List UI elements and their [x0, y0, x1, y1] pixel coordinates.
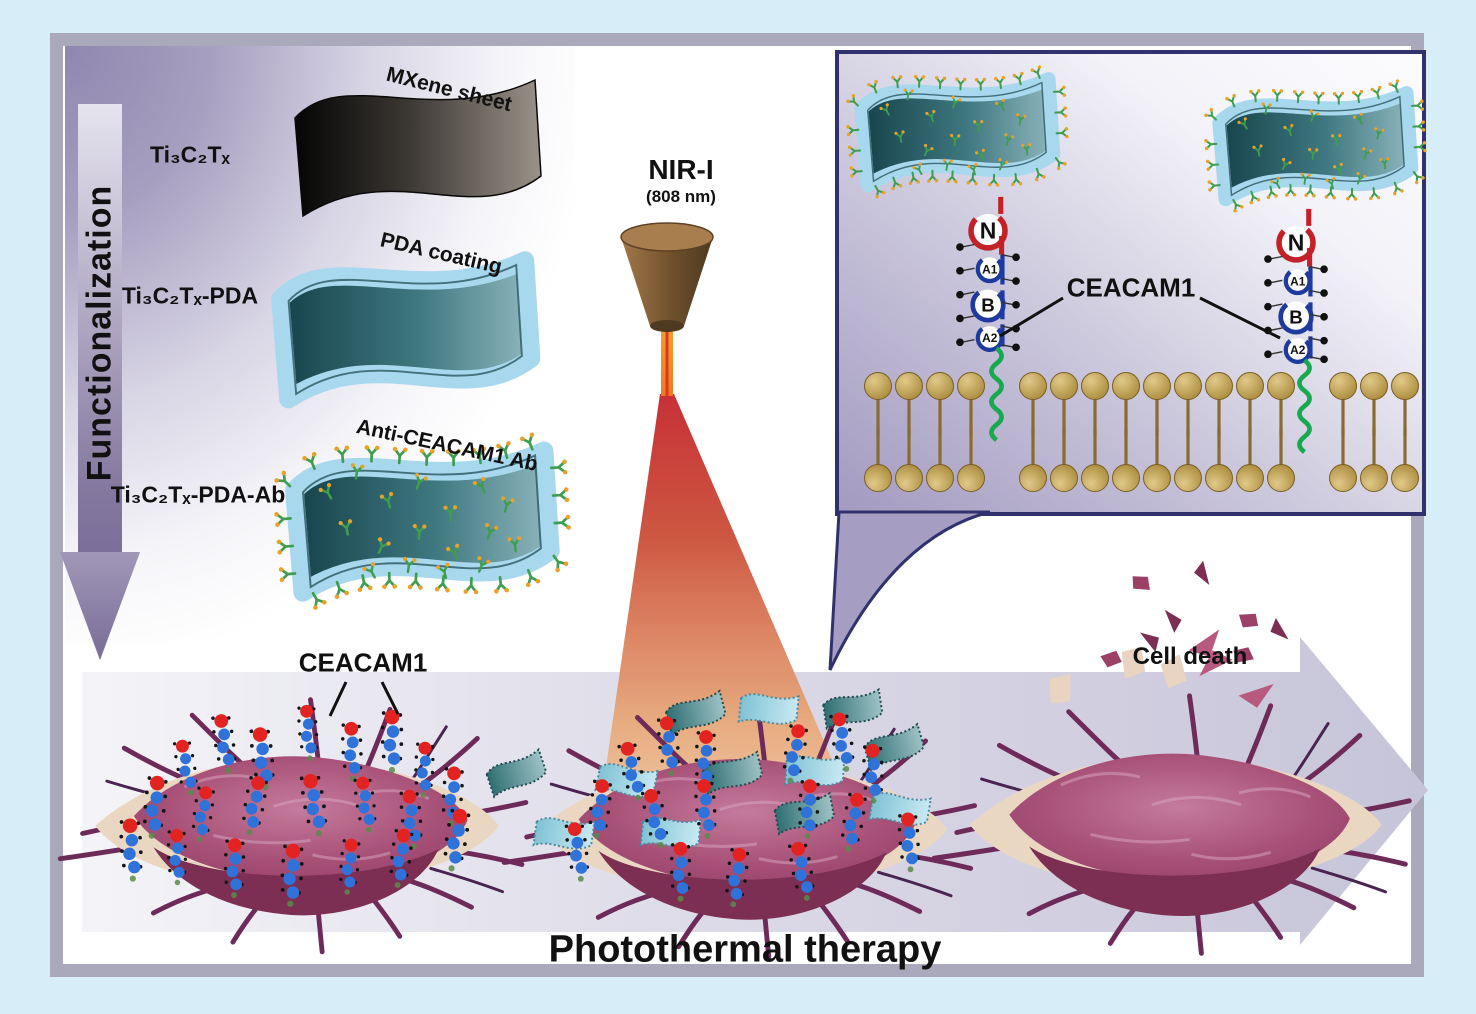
pda-sheet-stage — [280, 260, 531, 399]
decor — [1191, 560, 1212, 589]
stage2-label: Ti₃C₂Tₓ-PDA — [121, 282, 259, 309]
stage3-label: Ti₃C₂Tₓ-PDA-Ab — [110, 481, 286, 508]
decor — [1162, 605, 1186, 633]
decor — [1100, 650, 1122, 668]
cell-death-label: Cell death — [1132, 643, 1248, 670]
ceacam1-inset-pointer-lines — [999, 296, 1281, 340]
nir-laser-title: NIR-I — [648, 154, 714, 185]
ceacam1-cell-pointer-lines — [328, 681, 400, 717]
receptor-inset-panel — [828, 50, 1427, 671]
laser-cone-icon — [621, 237, 713, 326]
photothermal-therapy-title: Photothermal therapy — [548, 928, 942, 971]
stage1-label: Ti₃C₂Tₓ — [150, 141, 230, 168]
decor — [1265, 617, 1291, 646]
functionalization-arrow — [60, 104, 140, 660]
decor — [1128, 571, 1155, 596]
decor — [1235, 609, 1262, 632]
inset-tail — [828, 510, 991, 671]
functionalization-title: Functionalization — [80, 184, 119, 482]
ceacam1-inset-label: CEACAM1 — [1066, 272, 1196, 303]
nir-wavelength: (808 nm) — [646, 187, 716, 206]
ceacam1-cell-label: CEACAM1 — [298, 647, 428, 678]
